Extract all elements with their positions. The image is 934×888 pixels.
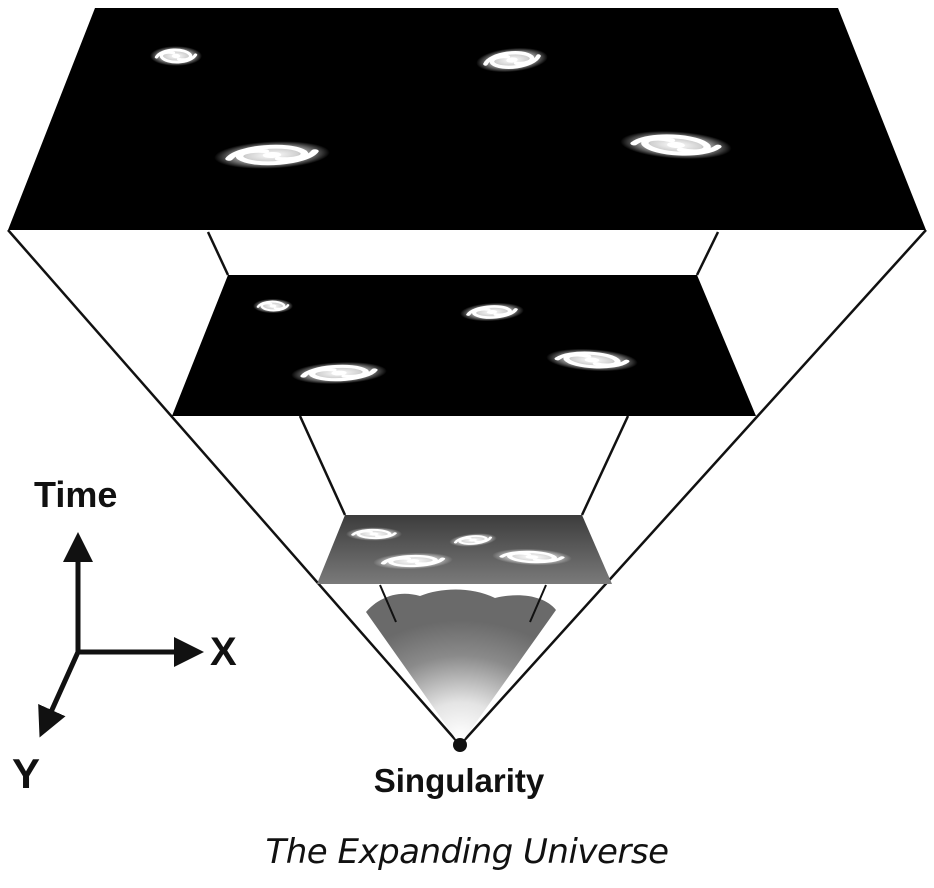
inner-line-left-lower (298, 415, 347, 516)
inner-line-right-lower (580, 415, 630, 516)
singularity-point (453, 738, 467, 752)
cone-lines (7, 229, 927, 746)
galaxy (150, 46, 202, 66)
diagram-caption: The Expanding Universe (265, 832, 669, 872)
axes (38, 532, 204, 738)
inner-line-left-upper (206, 231, 230, 276)
galaxy (346, 527, 402, 541)
cone-edge-right (459, 229, 927, 746)
time-axis-label: Time (34, 474, 118, 515)
slice-early (317, 515, 612, 584)
x-axis-label: X (210, 630, 237, 674)
inner-line-right-upper (695, 231, 720, 276)
galaxy (253, 299, 293, 313)
y-axis-arrow (38, 650, 81, 738)
slice-middle (172, 275, 756, 416)
early-universe-glow (366, 584, 556, 745)
slice-top (8, 8, 926, 230)
cone-edge-left (7, 229, 461, 746)
singularity-label: Singularity (373, 762, 545, 799)
y-axis-label: Y (12, 750, 41, 797)
singularity-label-container: Singularity (0, 762, 934, 800)
